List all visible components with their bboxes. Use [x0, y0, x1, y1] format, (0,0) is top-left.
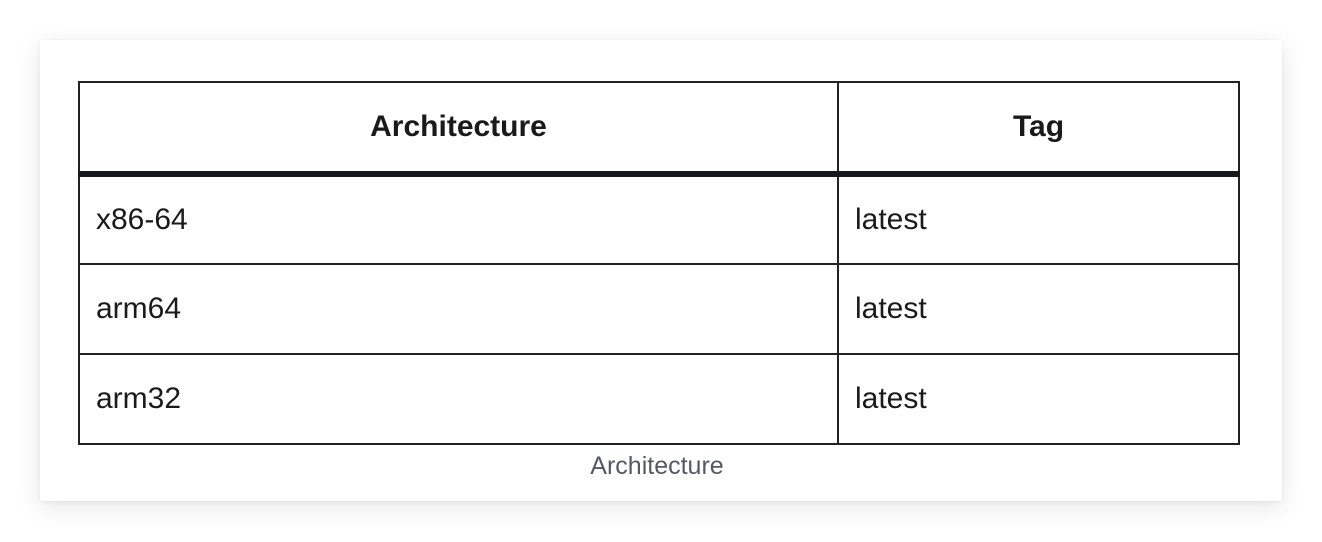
table-figure: Architecture Tag x86-64 latest arm64 lat… — [40, 40, 1282, 501]
table-row: arm64 latest — [78, 263, 1240, 355]
table-header-row: Architecture Tag — [78, 81, 1240, 177]
table-row: arm32 latest — [78, 353, 1240, 445]
architecture-table: Architecture Tag x86-64 latest arm64 lat… — [78, 81, 1240, 445]
cell-tag: latest — [837, 263, 1240, 355]
table-row: x86-64 latest — [78, 173, 1240, 265]
cell-architecture: arm32 — [78, 353, 839, 445]
cell-tag: latest — [837, 173, 1240, 265]
cell-architecture: x86-64 — [78, 173, 839, 265]
table-caption: Architecture — [590, 452, 724, 480]
cell-architecture: arm64 — [78, 263, 839, 355]
header-architecture: Architecture — [78, 81, 839, 177]
cell-tag: latest — [837, 353, 1240, 445]
header-tag: Tag — [837, 81, 1240, 177]
